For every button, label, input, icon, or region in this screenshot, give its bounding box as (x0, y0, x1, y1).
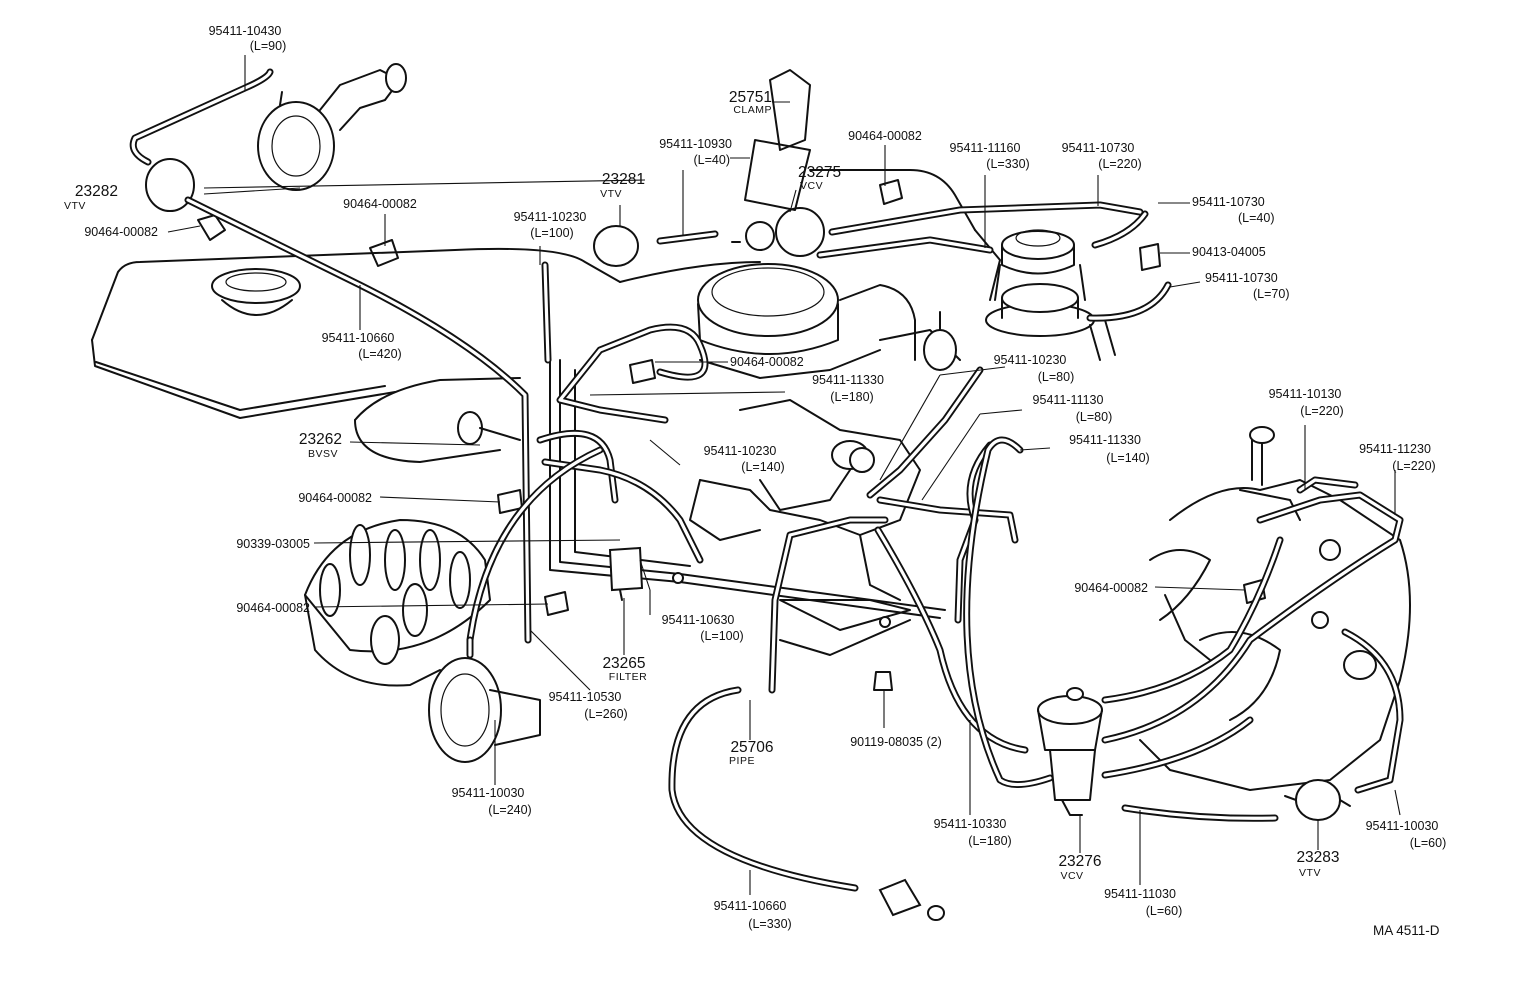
label-h10030-right-number: 95411-10030 (1366, 819, 1439, 833)
label-vtv-23283-name: VTV (1299, 867, 1321, 879)
label-h10930-number: 95411-10930 (659, 137, 732, 151)
label-h10330-number: 95411-10330 (934, 817, 1007, 831)
label-vtv-23282-name: VTV (64, 200, 86, 212)
label-bvsv-number: 23262 (299, 431, 342, 448)
label-h11130-length: (L=80) (1076, 410, 1112, 424)
label-h10430-length: (L=90) (250, 39, 286, 53)
label-h10230-140-length: (L=140) (741, 460, 784, 474)
label-union-90413: 90413-04005 (1192, 245, 1266, 259)
label-h10730-70-number: 95411-10730 (1205, 271, 1278, 285)
label-h10030-left-length: (L=240) (488, 803, 531, 817)
label-vtv-23283-number: 23283 (1296, 849, 1339, 866)
label-h10660-bottom-number: 95411-10660 (714, 899, 787, 913)
label-vtv-23282-number: 23282 (75, 183, 118, 200)
label-h10230-80-number: 95411-10230 (994, 353, 1067, 367)
label-h10030-right-length: (L=60) (1410, 836, 1446, 850)
label-clip-b: 90464-00082 (84, 225, 158, 239)
label-h11130-number: 95411-11130 (1033, 393, 1104, 407)
label-plug-90339: 90339-03005 (236, 537, 310, 551)
label-h11330-180-number: 95411-11330 (812, 373, 884, 387)
label-h10130-number: 95411-10130 (1269, 387, 1342, 401)
label-h10630-length: (L=100) (700, 629, 743, 643)
label-h11330-140-length: (L=140) (1106, 451, 1149, 465)
label-h11030-number: 95411-11030 (1104, 887, 1176, 901)
label-h10660-bottom-length: (L=330) (748, 917, 791, 931)
leader-lines (167, 55, 1401, 895)
label-h10730-40-number: 95411-10730 (1192, 195, 1265, 209)
label-h11230-length: (L=220) (1392, 459, 1435, 473)
label-h10930-length: (L=40) (694, 153, 730, 167)
figure-id: MA 4511-D (1373, 923, 1440, 938)
label-h10530-number: 95411-10530 (549, 690, 622, 704)
label-vtv-23281-number: 23281 (602, 171, 645, 188)
label-h10730-220-length: (L=220) (1098, 157, 1141, 171)
label-clip-e: 90464-00082 (298, 491, 372, 505)
label-clip-d: 90464-00082 (730, 355, 804, 369)
label-h10230-140-number: 95411-10230 (704, 444, 777, 458)
label-h11330-140-number: 95411-11330 (1069, 433, 1141, 447)
part-labels: 95411-10430 (L=90) 25751 CLAMP 95411-109… (64, 24, 1446, 938)
label-h10330-length: (L=180) (968, 834, 1011, 848)
label-h10530-length: (L=260) (584, 707, 627, 721)
label-h10660-top-length: (L=420) (358, 347, 401, 361)
label-clip-g: 90464-00082 (1074, 581, 1148, 595)
label-filter-name: FILTER (609, 671, 647, 683)
label-h10230-top-number: 95411-10230 (514, 210, 587, 224)
label-bvsv-name: BVSV (308, 448, 338, 460)
label-h10430-number: 95411-10430 (209, 24, 282, 38)
label-clip-f: 90464-00082 (236, 601, 310, 615)
label-bolt-90119: 90119-08035 (2) (850, 735, 942, 749)
label-vcv-23275-number: 23275 (798, 164, 841, 181)
label-h11230-number: 95411-11230 (1359, 442, 1431, 456)
label-vcv-23276-name: VCV (1060, 870, 1083, 882)
label-h10730-70-length: (L=70) (1253, 287, 1289, 301)
label-h10630-number: 95411-10630 (662, 613, 735, 627)
label-filter-number: 23265 (602, 655, 645, 672)
label-h10230-top-length: (L=100) (530, 226, 573, 240)
hose-network (129, 68, 1404, 892)
label-clamp-number: 25751 (729, 89, 772, 106)
label-h10730-40-length: (L=40) (1238, 211, 1274, 225)
engine-illustration (91, 63, 1411, 921)
label-pipe-name: PIPE (729, 755, 755, 767)
label-h10130-length: (L=220) (1300, 404, 1343, 418)
label-pipe-number: 25706 (730, 739, 773, 756)
label-h11330-180-length: (L=180) (830, 390, 873, 404)
label-clip-c: 90464-00082 (343, 197, 417, 211)
label-h11160-length: (L=330) (986, 157, 1029, 171)
label-h10660-top-number: 95411-10660 (322, 331, 395, 345)
label-clip-a: 90464-00082 (848, 129, 922, 143)
label-h10730-220-number: 95411-10730 (1062, 141, 1135, 155)
label-h11030-length: (L=60) (1146, 904, 1182, 918)
label-vcv-23276-number: 23276 (1058, 853, 1101, 870)
label-vcv-23275-name: VCV (800, 180, 823, 192)
label-h10030-left-number: 95411-10030 (452, 786, 525, 800)
label-clamp-name: CLAMP (733, 104, 772, 116)
label-h10230-80-length: (L=80) (1038, 370, 1074, 384)
label-vtv-23281-name: VTV (600, 188, 622, 200)
label-h11160-number: 95411-11160 (950, 141, 1021, 155)
